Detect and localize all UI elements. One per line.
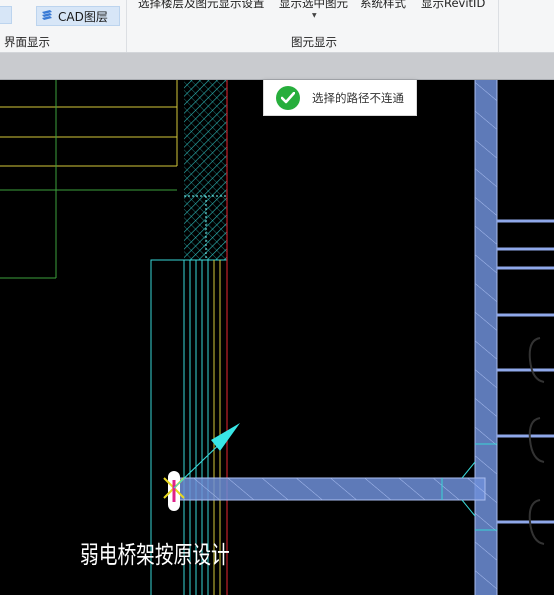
select-floor-display-settings-button[interactable]: 选择楼层及图元显示设置 (138, 0, 265, 10)
cad-outline-shapes (528, 337, 545, 545)
cad-table-block (0, 80, 178, 167)
ribbon-separator (126, 0, 127, 52)
ribbon-separator (498, 0, 499, 52)
cad-layer-label: CAD图层 (58, 9, 108, 24)
system-style-button[interactable]: 系统样式 (360, 0, 406, 10)
chevron-down-icon[interactable]: ▼ (312, 12, 317, 19)
cad-green-lines (0, 80, 177, 279)
branch-trays (497, 219, 554, 524)
cad-drawing (0, 80, 554, 595)
group-label-interface: 界面显示 (4, 35, 50, 49)
direction-arrow-icon (173, 423, 240, 489)
check-circle-icon (276, 86, 300, 110)
show-selected-elements-button[interactable]: 显示选中图元 (279, 0, 348, 10)
cad-annotation-text: 弱电桥架按原设计 (80, 541, 230, 569)
ribbon-toolbar: CAD图层 界面显示 选择楼层及图元显示设置 显示选中图元 ▼ 系统样式 显示R… (0, 0, 554, 53)
cad-layer-button[interactable]: CAD图层 (36, 6, 120, 26)
show-revitid-button[interactable]: 显示RevitID (421, 0, 486, 10)
horizontal-cable-tray (177, 461, 486, 517)
cad-drawing-canvas[interactable] (0, 80, 554, 595)
cad-yellow-vertical (213, 260, 221, 595)
toast-notification: 选择的路径不连通 (263, 80, 417, 116)
group-label-element-display: 图元显示 (291, 35, 337, 49)
toast-message: 选择的路径不连通 (312, 91, 404, 105)
cad-cyan-lines (150, 259, 227, 595)
view-tab-strip (0, 53, 554, 80)
layers-icon (42, 10, 52, 20)
vertical-cable-tray (474, 80, 498, 595)
ribbon-button-partial[interactable] (0, 6, 12, 24)
